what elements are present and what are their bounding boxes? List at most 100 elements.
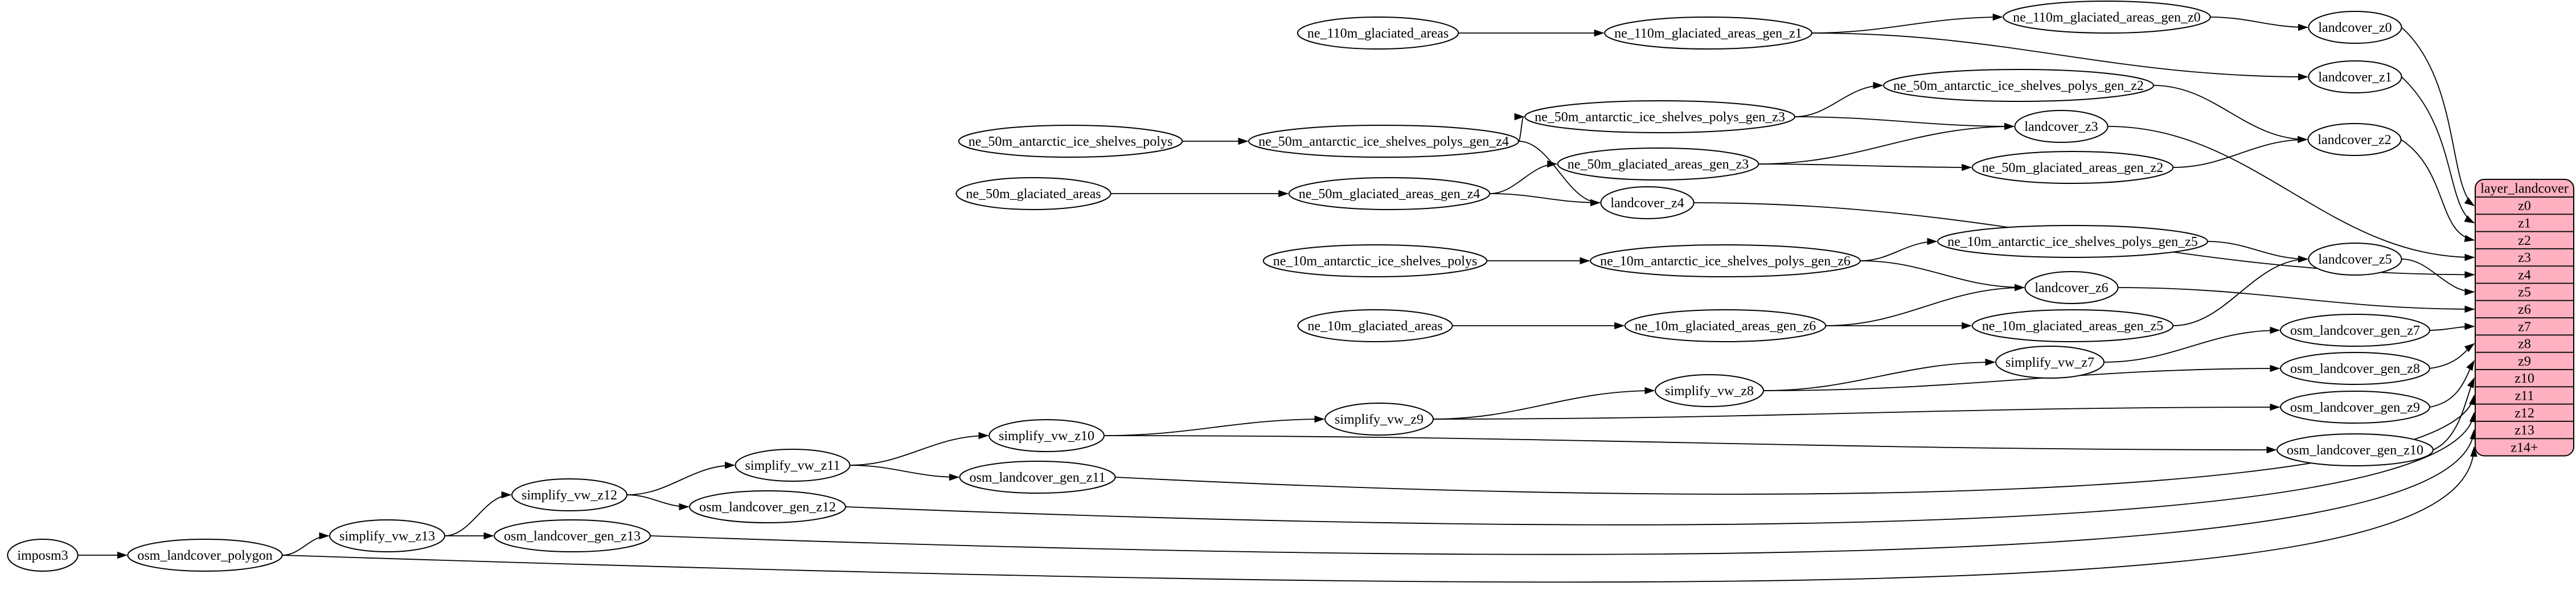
node-landcover_z4: landcover_z4 [1600, 186, 1695, 219]
node-landcover_z5: landcover_z5 [2308, 243, 2402, 276]
node-shape [329, 519, 445, 552]
edge-osm_landcover_polygon-to-simplify_vw_z13 [282, 532, 330, 556]
edge-ne_50m_antarctic_ice_shelves_polys_gen_z3-to-ne_50m_antarctic_ice_shelves_polys_gen_z2 [1794, 81, 1884, 117]
edge-ne_50m_antarctic_ice_shelves_polys_gen_z2-to-landcover_z2 [2153, 85, 2308, 143]
node-shape [1971, 151, 2174, 184]
edge-ne_50m_antarctic_ice_shelves_polys_gen_z4-to-landcover_z4 [1518, 141, 1601, 207]
edge-ne_50m_antarctic_ice_shelves_polys_gen_z3-to-landcover_z3 [1794, 116, 2015, 130]
node-shape [511, 478, 627, 511]
node-ne_10m_glaciated_areas: ne_10m_glaciated_areas [1297, 309, 1453, 342]
node-simplify_vw_z11: simplify_vw_z11 [735, 449, 851, 482]
edge-landcover_z0-to-layer-row-z0 [2401, 27, 2475, 206]
node-ne_50m_antarctic_ice_shelves_polys: ne_50m_antarctic_ice_shelves_polys [958, 125, 1183, 158]
node-label: ne_10m_antarctic_ice_shelves_polys_gen_z… [1947, 235, 2198, 249]
node-shape [1590, 244, 1861, 277]
node-shape [2308, 243, 2402, 276]
node-osm_landcover_gen_z8: osm_landcover_gen_z8 [2280, 352, 2430, 385]
edge-ne_50m_glaciated_areas_gen_z2-to-landcover_z2 [2173, 136, 2308, 168]
table-row-zoom-z5: z5 [2518, 285, 2531, 300]
node-shape [1624, 309, 1827, 342]
node-label: ne_50m_glaciated_areas [966, 187, 1101, 202]
table-row-zoom-z3: z3 [2518, 251, 2531, 265]
edge-osm_landcover_gen_z10-to-layer-row-z10 [2433, 377, 2475, 450]
node-landcover_z1: landcover_z1 [2308, 60, 2402, 93]
node-label: osm_landcover_gen_z9 [2290, 400, 2420, 415]
node-label: ne_50m_antarctic_ice_shelves_polys [969, 134, 1173, 149]
edge-landcover_z3-to-layer-row-z3 [2107, 126, 2475, 261]
node-landcover_z2: landcover_z2 [2307, 123, 2402, 156]
node-shape [2280, 314, 2430, 347]
node-shape [1937, 225, 2208, 258]
node-ne_110m_glaciated_areas_gen_z0: ne_110m_glaciated_areas_gen_z0 [2003, 1, 2211, 34]
node-shape [494, 519, 651, 552]
node-label: ne_50m_glaciated_areas_gen_z3 [1568, 157, 1749, 172]
table-row-zoom-z6: z6 [2518, 302, 2531, 317]
edge-simplify_vw_z11-to-osm_landcover_gen_z11 [850, 465, 959, 481]
edge-simplify_vw_z8-to-simplify_vw_z7 [1763, 358, 1996, 391]
node-label: simplify_vw_z9 [1335, 412, 1424, 427]
node-label: ne_110m_glaciated_areas_gen_z1 [1614, 26, 1802, 41]
node-shape [735, 449, 851, 482]
edge-landcover_z1-to-layer-row-z1 [2401, 76, 2475, 224]
edge-simplify_vw_z12-to-osm_landcover_gen_z12 [626, 494, 690, 511]
edge-simplify_vw_z10-to-simplify_vw_z9 [1104, 415, 1325, 436]
edge-osm_landcover_gen_z7-to-layer-row-z7 [2429, 322, 2475, 331]
node-shape [2276, 433, 2434, 466]
node-shape [1604, 17, 1812, 50]
node-label: landcover_z3 [2024, 120, 2098, 134]
table-row-zoom-z7: z7 [2518, 319, 2531, 334]
node-simplify_vw_z10: simplify_vw_z10 [988, 419, 1105, 452]
edge-ne_110m_glaciated_areas_gen_z1-to-ne_110m_glaciated_areas_gen_z0 [1811, 13, 2003, 34]
table-row-zoom-z0: z0 [2518, 199, 2531, 214]
table-row-zoom-z12: z12 [2515, 406, 2534, 421]
node-label: landcover_z0 [2318, 20, 2392, 35]
edge-landcover_z2-to-layer-row-z2 [2401, 139, 2475, 242]
node-shape [988, 419, 1105, 452]
node-shape [2280, 391, 2430, 424]
node-label: landcover_z2 [2317, 133, 2391, 147]
node-shape [1288, 177, 1491, 210]
node-shape [1324, 403, 1434, 436]
edge-ne_10m_antarctic_ice_shelves_polys_gen_z6-to-ne_10m_antarctic_ice_shelves_polys_gen_z5 [1860, 237, 1938, 261]
edge-simplify_vw_z10-to-osm_landcover_gen_z10 [1104, 435, 2277, 454]
edge-simplify_vw_z9-to-osm_landcover_gen_z9 [1433, 403, 2280, 420]
node-label: osm_landcover_gen_z13 [504, 529, 641, 544]
node-shape [959, 461, 1116, 494]
node-shape [1971, 309, 2174, 342]
edge-ne_50m_glaciated_areas_gen_z3-to-ne_50m_glaciated_areas_gen_z2 [1758, 163, 1972, 171]
edge-simplify_vw_z8-to-osm_landcover_gen_z8 [1763, 364, 2280, 391]
node-shape [1655, 374, 1764, 407]
node-ne_50m_glaciated_areas: ne_50m_glaciated_areas [955, 177, 1111, 210]
edge-simplify_vw_z12-to-simplify_vw_z11 [626, 461, 735, 495]
node-osm_landcover_gen_z7: osm_landcover_gen_z7 [2280, 314, 2430, 347]
node-label: osm_landcover_polygon [137, 548, 272, 563]
node-shape [689, 490, 846, 523]
node-ne_10m_glaciated_areas_gen_z6: ne_10m_glaciated_areas_gen_z6 [1624, 309, 1827, 342]
node-label: ne_10m_glaciated_areas_gen_z5 [1982, 319, 2164, 334]
edge-simplify_vw_z7-to-osm_landcover_gen_z7 [2103, 326, 2280, 363]
node-shape [1557, 147, 1759, 181]
edges-layer [77, 13, 2477, 583]
edge-ne_110m_glaciated_areas_gen_z1-to-landcover_z1 [1811, 32, 2308, 81]
node-simplify_vw_z13: simplify_vw_z13 [329, 519, 445, 552]
table-row-zoom-z1: z1 [2518, 216, 2531, 231]
edge-landcover_z5-to-layer-row-z5 [2401, 259, 2475, 296]
node-shape [1524, 100, 1795, 133]
node-osm_landcover_polygon: osm_landcover_polygon [127, 539, 283, 572]
node-shape [2003, 1, 2211, 34]
edge-ne_50m_glaciated_areas_gen_z4-to-ne_50m_glaciated_areas_gen_z3 [1490, 160, 1558, 194]
table-row-zoom-z9: z9 [2518, 354, 2531, 369]
node-ne_50m_glaciated_areas_gen_z2: ne_50m_glaciated_areas_gen_z2 [1971, 151, 2174, 184]
table-row-zoom-z8: z8 [2518, 337, 2531, 352]
node-shape [127, 539, 283, 572]
edge-simplify_vw_z13-to-simplify_vw_z12 [444, 491, 512, 536]
node-label: landcover_z4 [1610, 196, 1684, 211]
node-ne_50m_antarctic_ice_shelves_polys_gen_z4: ne_50m_antarctic_ice_shelves_polys_gen_z… [1248, 125, 1519, 158]
node-shape [1883, 69, 2154, 102]
node-simplify_vw_z7: simplify_vw_z7 [1995, 346, 2105, 379]
node-ne_50m_antarctic_ice_shelves_polys_gen_z2: ne_50m_antarctic_ice_shelves_polys_gen_z… [1883, 69, 2154, 102]
node-label: osm_landcover_gen_z10 [2287, 443, 2423, 458]
node-ne_50m_antarctic_ice_shelves_polys_gen_z3: ne_50m_antarctic_ice_shelves_polys_gen_z… [1524, 100, 1795, 133]
